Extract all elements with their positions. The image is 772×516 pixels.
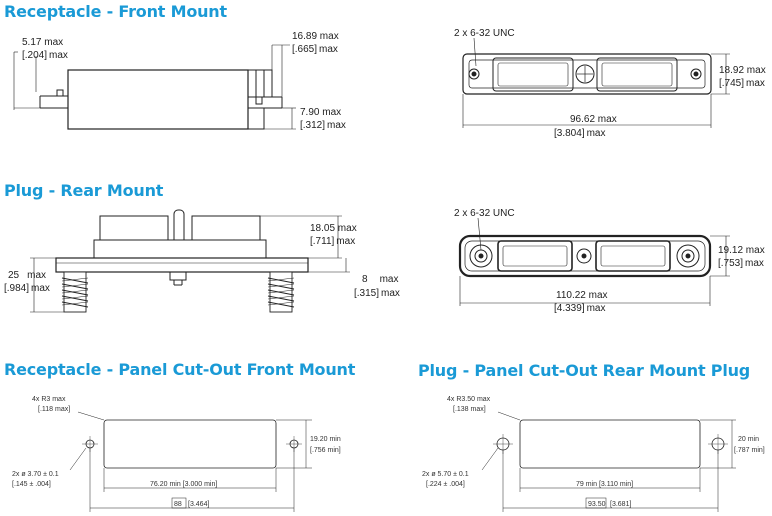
receptacle-front-width-mm: 96.62 max xyxy=(570,114,617,125)
receptacle-front-height-in: [.745]max xyxy=(719,78,765,89)
plug-side-d1-mm: 18.05 max xyxy=(310,223,357,234)
plug-cutout-pitch-in: [3.681] xyxy=(610,501,631,508)
receptacle-cutout-pitch-mm: 88 xyxy=(174,501,182,508)
receptacle-cutout-hole-mm: 2x ø 3.70 ± 0.1 xyxy=(12,471,59,478)
plug-side-d3-in: [.315]max xyxy=(354,288,400,299)
plug-cutout-height-mm: 20 min xyxy=(738,436,759,443)
plug-cutout-radius-in: [.138 max] xyxy=(453,406,486,413)
receptacle-cutout-width: 76.20 min [3.000 min] xyxy=(150,481,217,488)
plug-front-width-in: [4.339]max xyxy=(554,303,606,314)
plug-cutout-height-in: [.787 min] xyxy=(734,447,765,454)
receptacle-cutout-height-mm: 19.20 min xyxy=(310,436,341,443)
receptacle-front-view xyxy=(462,37,730,128)
plug-cutout-pitch-mm: 93.50 xyxy=(588,501,606,508)
plug-front-height-in: [.753]max xyxy=(718,258,764,269)
plug-side-view xyxy=(30,209,350,313)
plug-cutout-width: 79 min [3.110 min] xyxy=(576,481,633,488)
receptacle-cutout-height-in: [.756 min] xyxy=(310,447,341,454)
plug-cutout-hole-in: [.224 ± .004] xyxy=(426,481,465,488)
receptacle-side-d1-in: [.204]max xyxy=(22,50,68,61)
title-receptacle-front-mount: Receptacle - Front Mount xyxy=(4,2,227,21)
title-receptacle-panel-cutout: Receptacle - Panel Cut-Out Front Mount xyxy=(4,360,356,379)
receptacle-front-holes: 2 x 6-32 UNC xyxy=(454,28,515,39)
receptacle-side-d3-mm: 7.90 max xyxy=(300,107,341,118)
plug-cutout-hole-mm: 2x ø 5.70 ± 0.1 xyxy=(422,471,469,478)
plug-front-view xyxy=(458,217,730,306)
receptacle-side-view xyxy=(13,44,296,130)
receptacle-front-height-mm: 18.92 max xyxy=(719,65,766,76)
plug-cutout-drawing xyxy=(481,411,736,512)
title-plug-rear-mount: Plug - Rear Mount xyxy=(4,181,164,200)
receptacle-cutout-hole-in: [.145 ± .004] xyxy=(12,481,51,488)
receptacle-side-d2-mm: 16.89 max xyxy=(292,31,339,42)
receptacle-side-d2-in: [.665]max xyxy=(292,44,338,55)
receptacle-cutout-radius-in: [.118 max] xyxy=(38,406,70,413)
plug-front-height-mm: 19.12 max xyxy=(718,245,765,256)
plug-side-d1-in: [.711]max xyxy=(310,236,355,247)
title-plug-panel-cutout: Plug - Panel Cut-Out Rear Mount Plug xyxy=(418,361,751,380)
plug-front-holes: 2 x 6-32 UNC xyxy=(454,208,515,219)
receptacle-side-d1-mm: 5.17 max xyxy=(22,37,63,48)
plug-side-d2-in: [.984]max xyxy=(4,283,50,294)
receptacle-side-d3-in: [.312]max xyxy=(300,120,346,131)
receptacle-cutout-radius-mm: 4x R3 max xyxy=(32,396,66,403)
plug-front-width-mm: 110.22 max xyxy=(556,290,608,301)
receptacle-cutout-pitch-in: [3.464] xyxy=(188,501,209,508)
plug-cutout-radius-mm: 4x R3.50 max xyxy=(447,396,491,403)
receptacle-cutout-drawing xyxy=(69,411,312,512)
receptacle-front-width-in: [3.804]max xyxy=(554,128,606,139)
